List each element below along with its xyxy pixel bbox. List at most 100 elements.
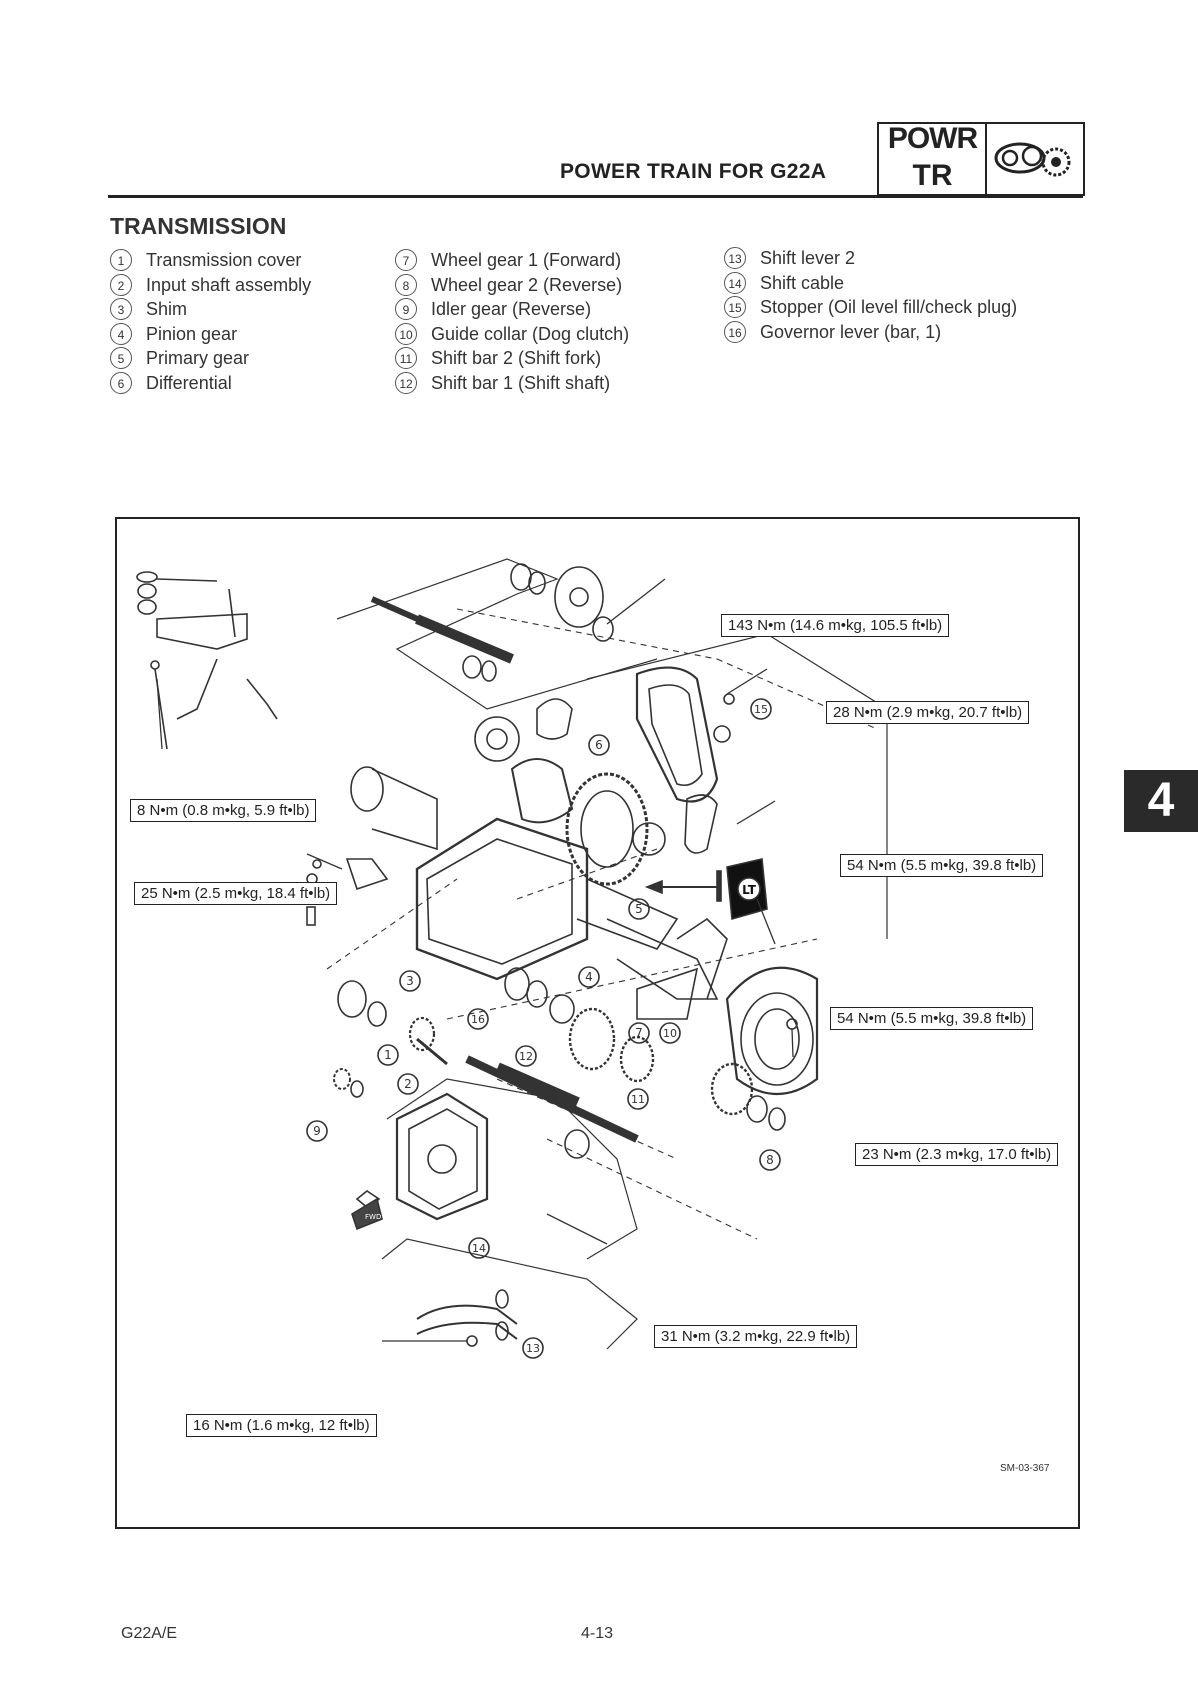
legend-item: 14 Shift cable	[724, 271, 1017, 296]
callout-number: 12	[395, 371, 417, 394]
shift-cable	[416, 1289, 518, 1347]
legend-label: Pinion gear	[146, 323, 238, 344]
callout-8: 8	[766, 1153, 774, 1167]
torque-spec: 16 N•m (1.6 m•kg, 12 ft•lb)	[186, 1414, 377, 1437]
legend-item: 1 Transmission cover	[110, 248, 311, 273]
footer-model: G22A/E	[121, 1625, 178, 1642]
callout-number: 7	[395, 249, 417, 272]
legend-label: Idler gear (Reverse)	[431, 299, 592, 319]
leader-lines	[156, 578, 794, 1342]
legend-label: Shift bar 1 (Shift shaft)	[431, 372, 611, 393]
footer-page-number: 4-13	[581, 1625, 614, 1642]
lt-arrow	[644, 870, 722, 902]
legend-item: 11 Shift bar 2 (Shift fork)	[395, 346, 629, 371]
callout-number: 1	[110, 249, 132, 272]
callout-number: 11	[395, 347, 417, 370]
legend-label: Wheel gear 1 (Forward)	[431, 250, 622, 270]
legend-label: Shim	[146, 299, 188, 319]
differential-assembly	[474, 698, 718, 886]
legend-item: 10 Guide collar (Dog clutch)	[395, 322, 629, 347]
legend-item: 4 Pinion gear	[110, 322, 311, 347]
chapter-tab: 4	[1124, 770, 1198, 832]
page-header-title: POWER TRAIN FOR G22A	[560, 160, 827, 183]
legend-label: Guide collar (Dog clutch)	[431, 323, 630, 344]
tab-divider	[985, 122, 987, 196]
assembly-outlines	[336, 558, 888, 1350]
legend-item: 9 Idler gear (Reverse)	[395, 297, 629, 322]
legend-label: Transmission cover	[146, 250, 302, 270]
callout-5: 5	[635, 902, 643, 916]
legend-item: 15 Stopper (Oil level fill/check plug)	[724, 295, 1017, 320]
section-tab-bottom: TR	[912, 159, 953, 192]
transmission-cover: FWD	[351, 1092, 489, 1231]
callout-number: 3	[110, 298, 132, 321]
legend-column-3: 13 Shift lever 2 14 Shift cable 15 Stopper …	[724, 246, 1017, 344]
section-title: TRANSMISSION	[110, 213, 287, 239]
legend-item: 7 Wheel gear 1 (Forward)	[395, 248, 629, 273]
section-tab-top: POWR	[887, 122, 978, 155]
axle-shaft-upper	[370, 563, 614, 682]
legend-item: 2 Input shaft assembly	[110, 273, 311, 298]
callout-number: 15	[724, 296, 746, 319]
callout-number: 13	[724, 247, 746, 270]
callout-11: 11	[631, 1093, 645, 1106]
legend-label: Shift bar 2 (Shift fork)	[431, 348, 602, 368]
callout-number: 10	[395, 322, 417, 345]
legend-label: Primary gear	[146, 348, 250, 368]
legend-label: Shift cable	[760, 272, 845, 293]
callout-number: 4	[110, 322, 132, 345]
callout-3: 3	[406, 974, 414, 988]
transmission-case	[415, 817, 728, 1020]
torque-spec: 31 N•m (3.2 m•kg, 22.9 ft•lb)	[654, 1325, 858, 1348]
torque-spec: 54 N•m (5.5 m•kg, 39.8 ft•lb)	[840, 854, 1044, 877]
legend-label: Input shaft assembly	[146, 274, 312, 295]
legend-item: 5 Primary gear	[110, 346, 311, 371]
callout-9: 9	[313, 1124, 321, 1138]
input-shaft	[333, 1037, 639, 1159]
callout-number: 8	[395, 273, 417, 296]
legend-column-1: 1 Transmission cover 2 Input shaft assembl…	[110, 248, 311, 395]
callout-number: 6	[110, 371, 132, 394]
callout-15: 15	[754, 703, 768, 716]
callout-14: 14	[472, 1242, 486, 1255]
figure-frame	[115, 517, 1080, 1529]
callout-number: 2	[110, 273, 132, 296]
callout-12: 12	[519, 1050, 533, 1063]
torque-spec: 8 N•m (0.8 m•kg, 5.9 ft•lb)	[130, 799, 317, 822]
callout-1: 1	[384, 1048, 392, 1062]
torque-spec: 143 N•m (14.6 m•kg, 105.5 ft•lb)	[721, 614, 950, 637]
callout-number: 5	[110, 347, 132, 370]
legend-label: Stopper (Oil level fill/check plug)	[760, 297, 1018, 317]
lt-locktite-badge: LT	[726, 858, 768, 921]
callout-7: 7	[635, 1026, 643, 1040]
governor-linkage	[136, 571, 278, 750]
gears-icon	[994, 142, 1071, 177]
transmission-exploded-diagram: LT FWD	[136, 558, 888, 1359]
torque-spec: 28 N•m (2.9 m•kg, 20.7 ft•lb)	[826, 701, 1030, 724]
figure-code: SM-03-367	[1000, 1463, 1050, 1474]
callout-2: 2	[404, 1077, 412, 1091]
callout-markers: 1 2 3 4 5 6 7 8 9 10 11 12 13 14 15 16	[306, 698, 781, 1359]
callout-6: 6	[595, 738, 603, 752]
torque-spec: 54 N•m (5.5 m•kg, 39.8 ft•lb)	[830, 1007, 1034, 1030]
callout-10: 10	[663, 1027, 677, 1040]
callout-16: 16	[471, 1013, 485, 1026]
lt-label: LT	[742, 883, 757, 897]
legend-item: 3 Shim	[110, 297, 311, 322]
legend-item: 13 Shift lever 2	[724, 246, 1017, 271]
legend-label: Shift lever 2	[760, 248, 856, 268]
callout-13: 13	[526, 1342, 540, 1355]
brake-drum	[725, 966, 819, 1096]
callout-number: 14	[724, 271, 746, 294]
legend-item: 12 Shift bar 1 (Shift shaft)	[395, 371, 629, 396]
fwd-label: FWD	[365, 1213, 381, 1221]
torque-spec: 25 N•m (2.5 m•kg, 18.4 ft•lb)	[134, 882, 338, 905]
callout-4: 4	[585, 970, 593, 984]
gear-row	[337, 967, 786, 1131]
legend-label: Differential	[146, 372, 232, 393]
legend-label: Governor lever (bar, 1)	[760, 321, 942, 342]
callout-number: 9	[395, 298, 417, 321]
